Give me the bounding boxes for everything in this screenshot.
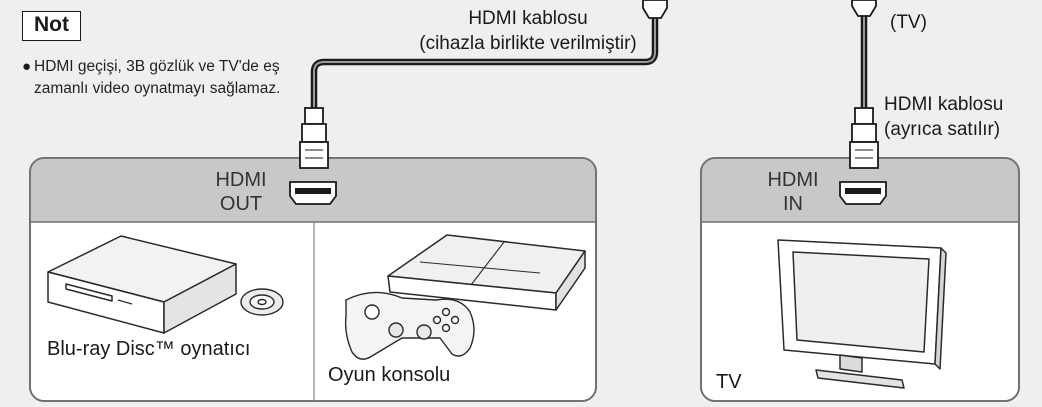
- note-title: Not: [22, 11, 81, 41]
- hdmi-out-label: HDMI OUT: [196, 168, 286, 216]
- right-cable-label: HDMI kablosu (ayrıca satılır): [884, 92, 1003, 142]
- hdmi-out-port-icon: [289, 181, 337, 205]
- tv-icon: [777, 239, 947, 389]
- game-console-icon: [387, 234, 586, 311]
- left-cable-label: HDMI kablosu (cihazla birlikte verilmişt…: [383, 6, 673, 56]
- left-hdmi-cable: [299, 0, 668, 169]
- game-console-label: Oyun konsolu: [328, 364, 451, 386]
- tv-label: TV: [716, 371, 742, 393]
- note-bullet-text: HDMI geçişi, 3B gözlük ve TV'de eş zaman…: [34, 58, 281, 97]
- hdmi-in-label: HDMI IN: [748, 168, 838, 216]
- hdmi-in-label-line1: HDMI: [767, 169, 819, 191]
- right-cable-note: (ayrıca satılır): [884, 119, 1001, 140]
- disc-icon: [240, 288, 284, 316]
- hdmi-out-label-line1: HDMI: [215, 169, 267, 191]
- bluray-player-icon: [47, 235, 237, 334]
- game-controller-icon: [344, 291, 475, 360]
- bullet-icon: ●: [22, 58, 32, 75]
- right-top-label: (TV): [890, 12, 927, 33]
- hdmi-in-label-line2: IN: [783, 193, 803, 215]
- right-hdmi-cable: [849, 0, 879, 169]
- hdmi-in-port-icon: [839, 181, 887, 205]
- bluray-player-label: Blu-ray Disc™ oynatıcı: [47, 338, 251, 360]
- left-cable-name: HDMI kablosu: [468, 8, 588, 29]
- hdmi-out-label-line2: OUT: [219, 193, 263, 215]
- right-cable-name: HDMI kablosu: [884, 94, 1004, 115]
- left-cable-note: (cihazla birlikte verilmiştir): [419, 33, 637, 54]
